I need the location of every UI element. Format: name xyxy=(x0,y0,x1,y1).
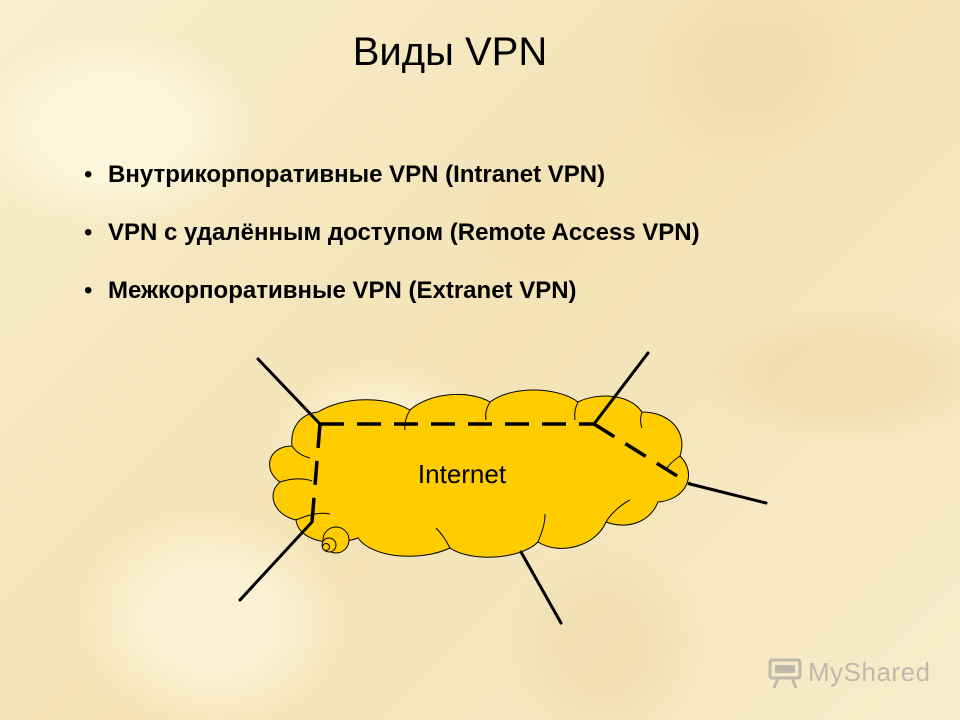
connection-line-top-left xyxy=(256,357,322,426)
bullet-marker: • xyxy=(84,161,93,188)
internet-cloud-label: Internet xyxy=(418,459,507,489)
bullet-text: Межкорпоративные VPN (Extranet VPN) xyxy=(108,277,577,304)
tunnel-right xyxy=(593,422,691,486)
presentation-board-icon xyxy=(768,658,802,689)
watermark-text: MyShared xyxy=(808,657,931,687)
tail-bubble-small xyxy=(322,543,330,551)
site-connection-lines xyxy=(238,351,768,625)
tunnel-left xyxy=(310,423,322,523)
vpn-tunnel-dashed-lines xyxy=(310,422,691,523)
cloud-tail-bubbles xyxy=(321,526,350,554)
bullet-marker: • xyxy=(84,219,93,246)
connection-line-top-right xyxy=(592,351,650,426)
slide-title: Виды VPN xyxy=(352,30,548,74)
watermark-logo: MyShared xyxy=(768,656,931,692)
connection-line-bottom xyxy=(519,550,563,625)
bullet-marker: • xyxy=(84,277,93,304)
connection-line-bottom-left xyxy=(238,520,314,602)
bullet-list: •Внутрикорпоративные VPN (Intranet VPN) … xyxy=(84,155,700,329)
bullet-text: Внутрикорпоративные VPN (Intranet VPN) xyxy=(108,161,606,188)
bullet-remote-access-vpn: • VPN с удалённым доступом (Remote Access… xyxy=(84,213,700,271)
bullet-intranet-vpn: • Внутрикорпоративные VPN (Intranet VPN) xyxy=(84,155,700,213)
bullet-text: VPN с удалённым доступом (Remote Access … xyxy=(108,219,700,246)
connection-line-right xyxy=(688,482,768,505)
bullet-extranet-vpn: • Межкорпоративные VPN (Extranet VPN) xyxy=(84,271,700,329)
internet-cloud: Internet xyxy=(269,389,689,558)
